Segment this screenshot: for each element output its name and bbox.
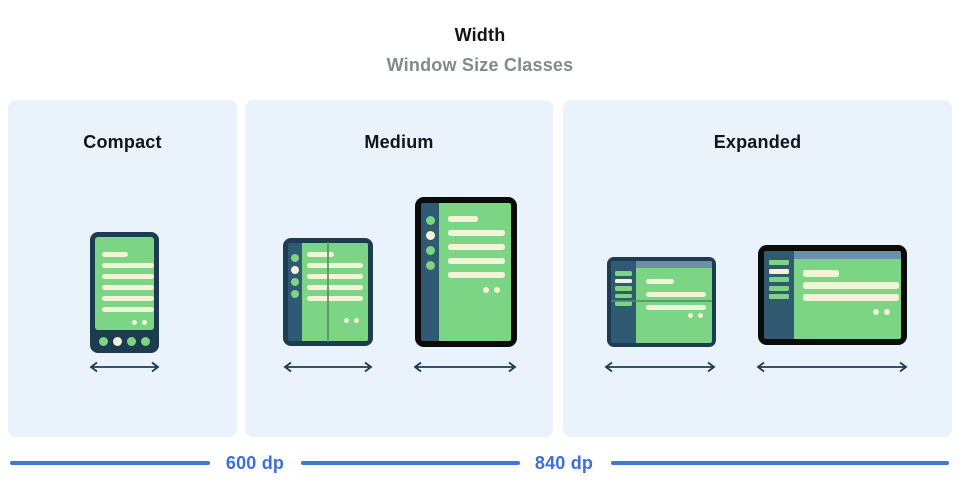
- breakpoint-label-840dp: 840 dp: [534, 453, 594, 473]
- rail-dot-icon: [291, 266, 299, 274]
- rail-dot-icon: [291, 254, 299, 262]
- nav-rail: [764, 251, 794, 339]
- rail-item: [615, 286, 632, 291]
- axis-line-segment: [301, 461, 520, 465]
- content-line: [307, 296, 363, 301]
- fold-line: [327, 242, 329, 342]
- content-line: [448, 230, 505, 236]
- panel-title-compact: Compact: [83, 132, 162, 152]
- rail-dot-icon: [425, 216, 435, 225]
- nav-rail: [288, 243, 302, 341]
- nav-rail: [421, 203, 439, 341]
- width-arrow-icon: [89, 361, 160, 373]
- foldable-screen: [302, 243, 368, 341]
- dot-icon: [688, 313, 693, 318]
- rail-dot-icon: [425, 261, 435, 270]
- rail-dot-icon: [291, 278, 299, 286]
- axis-line-segment: [10, 461, 210, 465]
- nav-dot-icon: [113, 337, 122, 346]
- width-arrow-icon: [283, 361, 373, 373]
- nav-dot-icon: [141, 337, 150, 346]
- phone-nav-bar: [95, 330, 154, 353]
- dot-icon: [698, 313, 703, 318]
- rail-item: [769, 268, 789, 274]
- dot-icon: [873, 309, 879, 315]
- content-line: [803, 294, 899, 301]
- width-arrow-icon: [413, 361, 517, 373]
- phone-screen: [95, 237, 154, 330]
- content-line: [448, 272, 505, 278]
- app-top-bar: [794, 251, 901, 259]
- ellipsis-dots: [483, 287, 500, 293]
- content-line: [307, 252, 334, 257]
- content-line: [102, 274, 154, 279]
- content-line: [646, 292, 706, 297]
- desktop-screen: [794, 251, 901, 339]
- rail-item: [615, 301, 632, 306]
- width-arrow-icon: [756, 361, 908, 373]
- ellipsis-dots: [344, 318, 359, 323]
- nav-rail: [611, 261, 636, 343]
- diagram-header: Width Window Size Classes: [0, 25, 960, 76]
- content-line: [646, 305, 706, 310]
- rail-item: [615, 293, 632, 298]
- content-line: [448, 258, 505, 264]
- content-line: [307, 274, 363, 279]
- rail-dot-icon: [291, 290, 299, 298]
- rail-item: [769, 294, 789, 299]
- panel-title-medium: Medium: [364, 132, 434, 152]
- dot-icon: [142, 320, 147, 325]
- content-line: [307, 285, 363, 290]
- dot-icon: [884, 309, 890, 315]
- content-line: [102, 252, 128, 257]
- content-line: [102, 296, 154, 301]
- content-line: [448, 244, 505, 250]
- page-title: Width: [454, 25, 506, 45]
- content-line: [102, 307, 154, 312]
- rail-item: [615, 278, 632, 283]
- rail-item: [615, 271, 632, 276]
- breakpoint-label-600dp: 600 dp: [225, 453, 285, 473]
- rail-item: [769, 277, 789, 282]
- content-line: [307, 263, 363, 268]
- content-line: [803, 282, 899, 289]
- dot-icon: [354, 318, 359, 323]
- phone-illustration: [90, 232, 159, 353]
- screen-content: [636, 268, 712, 310]
- panel-title-expanded: Expanded: [713, 132, 802, 152]
- nav-dot-icon: [127, 337, 136, 346]
- dot-icon: [132, 320, 137, 325]
- axis-line-segment: [611, 461, 949, 465]
- foldable-landscape-screen: [636, 261, 712, 343]
- app-top-bar: [636, 261, 712, 268]
- content-line: [646, 279, 674, 284]
- foldable-portrait-illustration: [283, 238, 373, 346]
- fold-line: [611, 300, 712, 302]
- dot-icon: [344, 318, 349, 323]
- content-line: [803, 270, 839, 277]
- rail-item: [769, 260, 789, 265]
- width-arrow-icon: [604, 361, 716, 373]
- dot-icon: [494, 287, 500, 293]
- content-line: [448, 216, 478, 222]
- screen-content: [794, 259, 901, 301]
- content-line: [102, 263, 154, 268]
- rail-dot-icon: [425, 231, 435, 240]
- tablet-portrait-illustration: [415, 197, 517, 347]
- content-line: [102, 285, 154, 290]
- rail-dot-icon: [425, 246, 435, 255]
- ellipsis-dots: [688, 313, 703, 318]
- page-subtitle: Window Size Classes: [386, 55, 574, 75]
- dot-icon: [483, 287, 489, 293]
- tablet-screen: [439, 203, 511, 341]
- rail-item: [769, 285, 789, 291]
- desktop-illustration: [758, 245, 907, 345]
- ellipsis-dots: [132, 320, 147, 325]
- foldable-landscape-illustration: [607, 257, 716, 347]
- nav-dot-icon: [99, 337, 108, 346]
- ellipsis-dots: [873, 309, 890, 315]
